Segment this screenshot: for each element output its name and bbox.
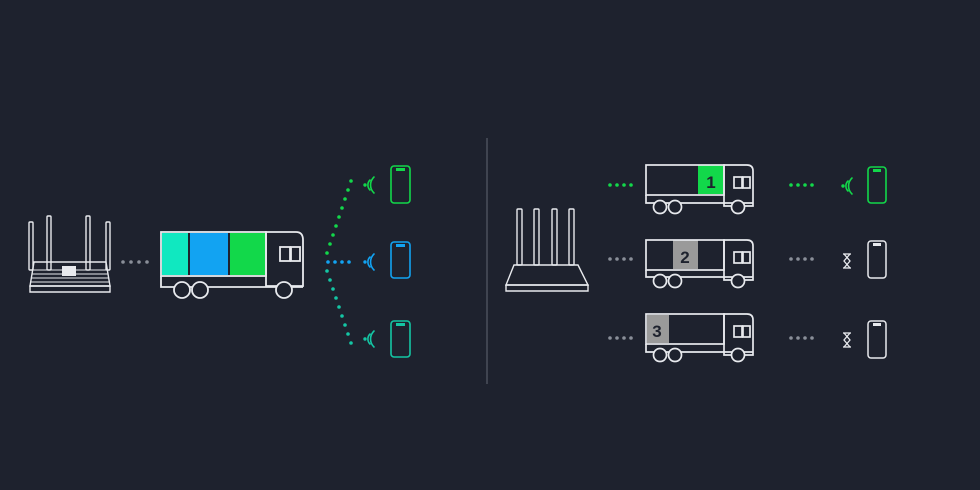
- wifi-signal-icon: [363, 330, 375, 348]
- cargo-green: [230, 233, 265, 275]
- cargo-blue: [190, 233, 228, 275]
- dotted-link-truck-device: [789, 183, 814, 187]
- truck-left: [160, 231, 304, 299]
- phone-cyan: [363, 320, 411, 358]
- lane-2: 2: [608, 239, 887, 289]
- truck-icon: 3: [645, 313, 754, 363]
- lane-3: 3: [608, 313, 887, 363]
- phone-icon: [390, 241, 411, 279]
- router-right: [504, 208, 590, 292]
- dotted-link-to-phone-2: [326, 260, 351, 264]
- dotted-link-router-truck: [608, 183, 633, 187]
- phone-icon: [390, 165, 411, 204]
- phone-icon: [390, 320, 411, 358]
- dotted-link-router-truck: [608, 336, 633, 340]
- right-panel: 1: [504, 164, 887, 363]
- truck-icon: 2: [645, 239, 754, 289]
- cargo-cyan: [162, 233, 188, 275]
- packet-number: 1: [706, 173, 715, 192]
- wifi-signal-icon: [841, 177, 853, 195]
- router-left: [28, 215, 111, 293]
- phone-icon: [867, 166, 887, 204]
- dotted-link-truck-device: [789, 336, 814, 340]
- phone-icon: [867, 240, 887, 279]
- left-panel: [28, 165, 411, 358]
- packet-number: 3: [652, 322, 661, 341]
- phone-icon: [867, 320, 887, 359]
- dotted-link-router-truck: [121, 260, 149, 264]
- packet-slot: [647, 315, 669, 343]
- dotted-link-to-phone-1: [325, 179, 353, 255]
- wifi-signal-icon: [363, 176, 375, 194]
- packet-number: 2: [680, 248, 689, 267]
- truck-icon: 1: [645, 164, 754, 215]
- dotted-link-to-phone-3: [325, 269, 353, 345]
- phone-blue: [363, 241, 411, 279]
- wifi-signal-icon: [363, 253, 375, 271]
- packet-slot: [673, 240, 698, 269]
- lane-1: 1: [608, 164, 887, 215]
- dotted-link-truck-device: [789, 257, 814, 261]
- hourglass-icon: [843, 332, 851, 348]
- hourglass-icon: [843, 253, 851, 269]
- dotted-link-router-truck: [608, 257, 633, 261]
- phone-green: [363, 165, 411, 204]
- packet-slot: [698, 165, 723, 194]
